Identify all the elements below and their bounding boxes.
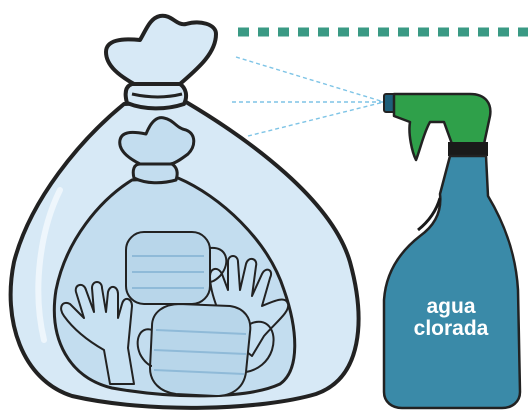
bottle-label: agua clorada bbox=[392, 296, 510, 340]
bottle-label-line-2: clorada bbox=[392, 318, 510, 340]
spray-mist-icon bbox=[232, 57, 384, 136]
bottle-label-line-1: agua bbox=[392, 296, 510, 318]
spray-bottle-icon bbox=[384, 94, 520, 408]
